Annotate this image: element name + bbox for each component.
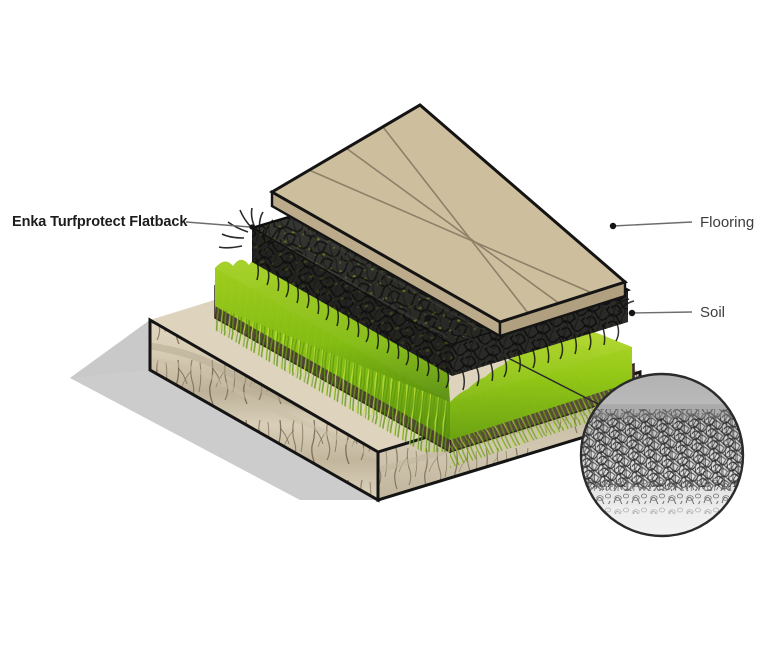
leader-dot-detail bbox=[424, 314, 432, 322]
flooring-plank-seams bbox=[308, 126, 593, 314]
mesh-detail-circle bbox=[579, 372, 745, 538]
flooring-layer bbox=[269, 103, 629, 339]
leader-dot-turfprotect bbox=[249, 224, 255, 230]
label-turfprotect: Enka Turfprotect Flatback bbox=[12, 214, 188, 230]
mesh-fringe bbox=[255, 257, 620, 391]
leader-line-flooring bbox=[612, 221, 693, 227]
leader-line-detail bbox=[429, 317, 599, 405]
leader-dot-flooring bbox=[609, 222, 617, 230]
leader-lines bbox=[185, 221, 693, 405]
label-flooring: Flooring bbox=[700, 214, 755, 231]
label-soil: Soil bbox=[700, 304, 726, 321]
mesh-corner-tuft bbox=[218, 207, 281, 249]
leader-line-soil bbox=[633, 311, 693, 314]
leader-dot-soil bbox=[628, 309, 636, 317]
leader-line-turfprotect bbox=[185, 221, 251, 228]
